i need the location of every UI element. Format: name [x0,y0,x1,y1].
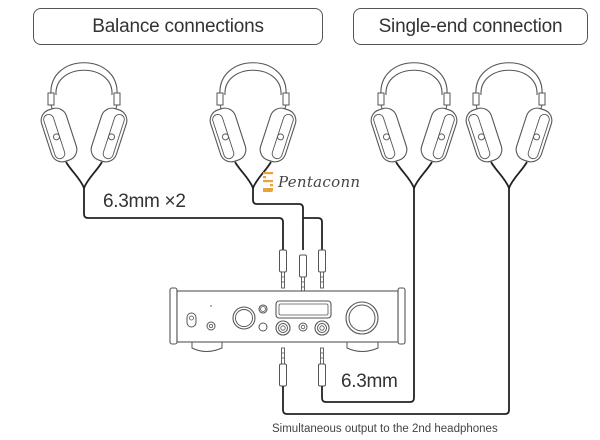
plug-balanced-2a [299,254,307,294]
headphone-balanced-1 [37,61,131,189]
balance-connections-header: Balance connections [33,8,323,45]
cable-single-1 [321,188,415,403]
headphone-amplifier [169,287,406,352]
headphone-balanced-2 [206,61,300,189]
single-cable-label: 6.3mm [341,371,398,392]
headphone-single-2 [462,61,556,189]
single-end-connection-header: Single-end connection [353,8,588,45]
plug-single-1 [279,347,287,387]
plug-single-2 [318,347,326,387]
cable-balanced-2-left [252,188,304,250]
pentaconn-brand: Pentaconn [262,171,360,193]
headphone-single-1 [367,61,461,189]
cable-balanced-2-right [303,217,323,250]
pentaconn-logo-icon [263,172,273,192]
cable-balanced-1 [83,188,284,250]
brand-name: Pentaconn [278,173,361,191]
plug-balanced-1 [279,249,287,289]
plug-balanced-2b [318,249,326,289]
cable-single-2 [282,188,510,415]
balanced-cable-label: 6.3mm ×2 [103,191,186,212]
caption: Simultaneous output to the 2nd headphone… [272,423,498,435]
